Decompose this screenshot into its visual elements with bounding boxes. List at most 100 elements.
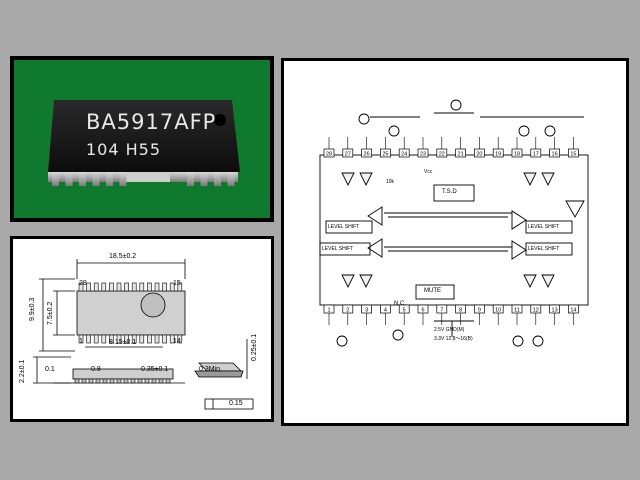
- pin-top-24: 24: [398, 137, 410, 158]
- chip-photo-panel: BA5917AFP 104 H55: [10, 56, 274, 222]
- package-pin-bottom: [86, 334, 91, 344]
- level-shift-block-1: LEVEL SHIFT: [328, 224, 360, 230]
- ic-note-2: 3.3V 12.8～16(B): [434, 336, 473, 342]
- pin-top-15: 15: [568, 137, 579, 158]
- package-side-pin: [116, 378, 122, 384]
- svg-text:4: 4: [384, 308, 387, 314]
- package-pin-top: [116, 282, 122, 292]
- svg-text:7: 7: [440, 308, 443, 314]
- chip-pin: [92, 172, 100, 186]
- package-pin-top: [139, 282, 145, 292]
- package-side-pin: [137, 378, 143, 384]
- package-pin-top: [109, 282, 114, 292]
- nc-label: N.C.: [394, 301, 406, 307]
- package-side-pin: [74, 378, 80, 384]
- ic-outline: [319, 154, 589, 306]
- package-pin-bottom: [169, 334, 175, 344]
- pin-top-22: 22: [436, 137, 448, 158]
- package-pin-bottom: [154, 334, 160, 344]
- package-side-pin: [165, 378, 171, 384]
- svg-text:21: 21: [458, 152, 464, 158]
- svg-text:13: 13: [552, 308, 558, 314]
- package-side-pin: [151, 378, 157, 384]
- pin-top-25: 25: [380, 137, 391, 158]
- svg-text:22: 22: [439, 152, 445, 158]
- pin-top-27: 27: [342, 137, 354, 158]
- svg-text:17: 17: [533, 152, 539, 158]
- package-side-pin: [81, 378, 87, 384]
- pin1-dot: [214, 114, 226, 126]
- pin-top-28: 28: [323, 137, 335, 158]
- dim-lead-width: 0.35±0.1: [141, 366, 169, 373]
- svg-text:15: 15: [570, 152, 576, 158]
- package-pin-bottom: [109, 334, 114, 344]
- chip-pin: [106, 172, 113, 186]
- svg-text:5: 5: [403, 308, 406, 314]
- svg-text:16: 16: [552, 152, 558, 158]
- package-pin-top: [124, 282, 129, 292]
- dim-length: 18.5±0.2: [109, 253, 137, 260]
- pin-top-19: 19: [492, 137, 504, 158]
- tsd-block: T.S.D: [442, 189, 457, 195]
- svg-text:18: 18: [514, 152, 520, 158]
- svg-text:24: 24: [401, 152, 407, 158]
- svg-text:12: 12: [533, 308, 539, 314]
- chip-pin: [214, 172, 221, 186]
- package-side-pin: [144, 378, 150, 384]
- package-pin-top: [177, 282, 183, 292]
- chip-pin: [200, 172, 208, 186]
- pin-bottom-8: 8: [455, 304, 466, 325]
- pin-label-15: 15: [173, 280, 181, 287]
- ic-note-1: 2.5V GND(M): [434, 327, 465, 333]
- pin-bottom-12: 12: [530, 304, 542, 325]
- svg-text:1: 1: [327, 308, 330, 314]
- svg-text:8: 8: [459, 308, 462, 314]
- pin-top-20: 20: [474, 137, 485, 158]
- chip-photo: BA5917AFP 104 H55: [14, 60, 270, 218]
- chip-body: [48, 100, 240, 172]
- chip-lot-code: 104 H55: [86, 140, 162, 159]
- chip-pin: [119, 172, 127, 186]
- pin-bottom-5: 5: [398, 304, 410, 325]
- dim-span: 9.9±0.3: [29, 297, 36, 321]
- chip-pin: [227, 172, 235, 186]
- package-side-pin: [123, 378, 129, 384]
- svg-text:2: 2: [346, 308, 349, 314]
- package-pin-bottom: [139, 334, 145, 344]
- pin-bottom-11: 11: [511, 304, 523, 325]
- vcc-label: Vcc: [424, 169, 433, 175]
- dim-thickness: 0.25±0.1: [251, 333, 258, 361]
- package-pin-bottom: [93, 334, 99, 344]
- dim-width: 7.5±0.2: [47, 301, 54, 325]
- dim-flatness: 0.15: [229, 400, 243, 407]
- package-pin-bottom: [147, 334, 152, 344]
- pin-bottom-6: 6: [417, 304, 429, 325]
- pin-top-16: 16: [549, 137, 560, 158]
- package-pin-bottom: [177, 334, 183, 344]
- svg-text:11: 11: [514, 308, 520, 314]
- pin-bottom-9: 9: [474, 304, 485, 325]
- level-shift-block-3: LEVEL SHIFT: [322, 246, 354, 252]
- pin-label-28: 28: [79, 280, 87, 287]
- package-pin-bottom: [78, 334, 84, 344]
- pin-top-21: 21: [455, 137, 466, 158]
- svg-text:20: 20: [476, 152, 482, 158]
- pin-label-1: 1: [79, 338, 83, 345]
- package-pin-top: [162, 282, 167, 292]
- package-drawing: [33, 259, 254, 410]
- pin-bottom-1: 1: [323, 304, 335, 325]
- svg-text:27: 27: [345, 152, 351, 158]
- svg-text:23: 23: [420, 152, 426, 158]
- resistor-label: 10k: [386, 179, 395, 185]
- package-outline-panel: 18.5±0.2 28 15 1 14 8.15±0.1 9.9±0.3 7.5…: [10, 236, 274, 422]
- package-pin-bottom: [162, 334, 167, 344]
- svg-text:3: 3: [365, 308, 368, 314]
- pin-top-17: 17: [530, 137, 542, 158]
- package-side-pin: [88, 378, 94, 384]
- dim-height: 2.2±0.1: [19, 359, 26, 383]
- pin-label-14: 14: [173, 338, 181, 345]
- pin-bottom-13: 13: [549, 304, 560, 325]
- package-pin-top: [131, 282, 137, 292]
- svg-text:19: 19: [495, 152, 501, 158]
